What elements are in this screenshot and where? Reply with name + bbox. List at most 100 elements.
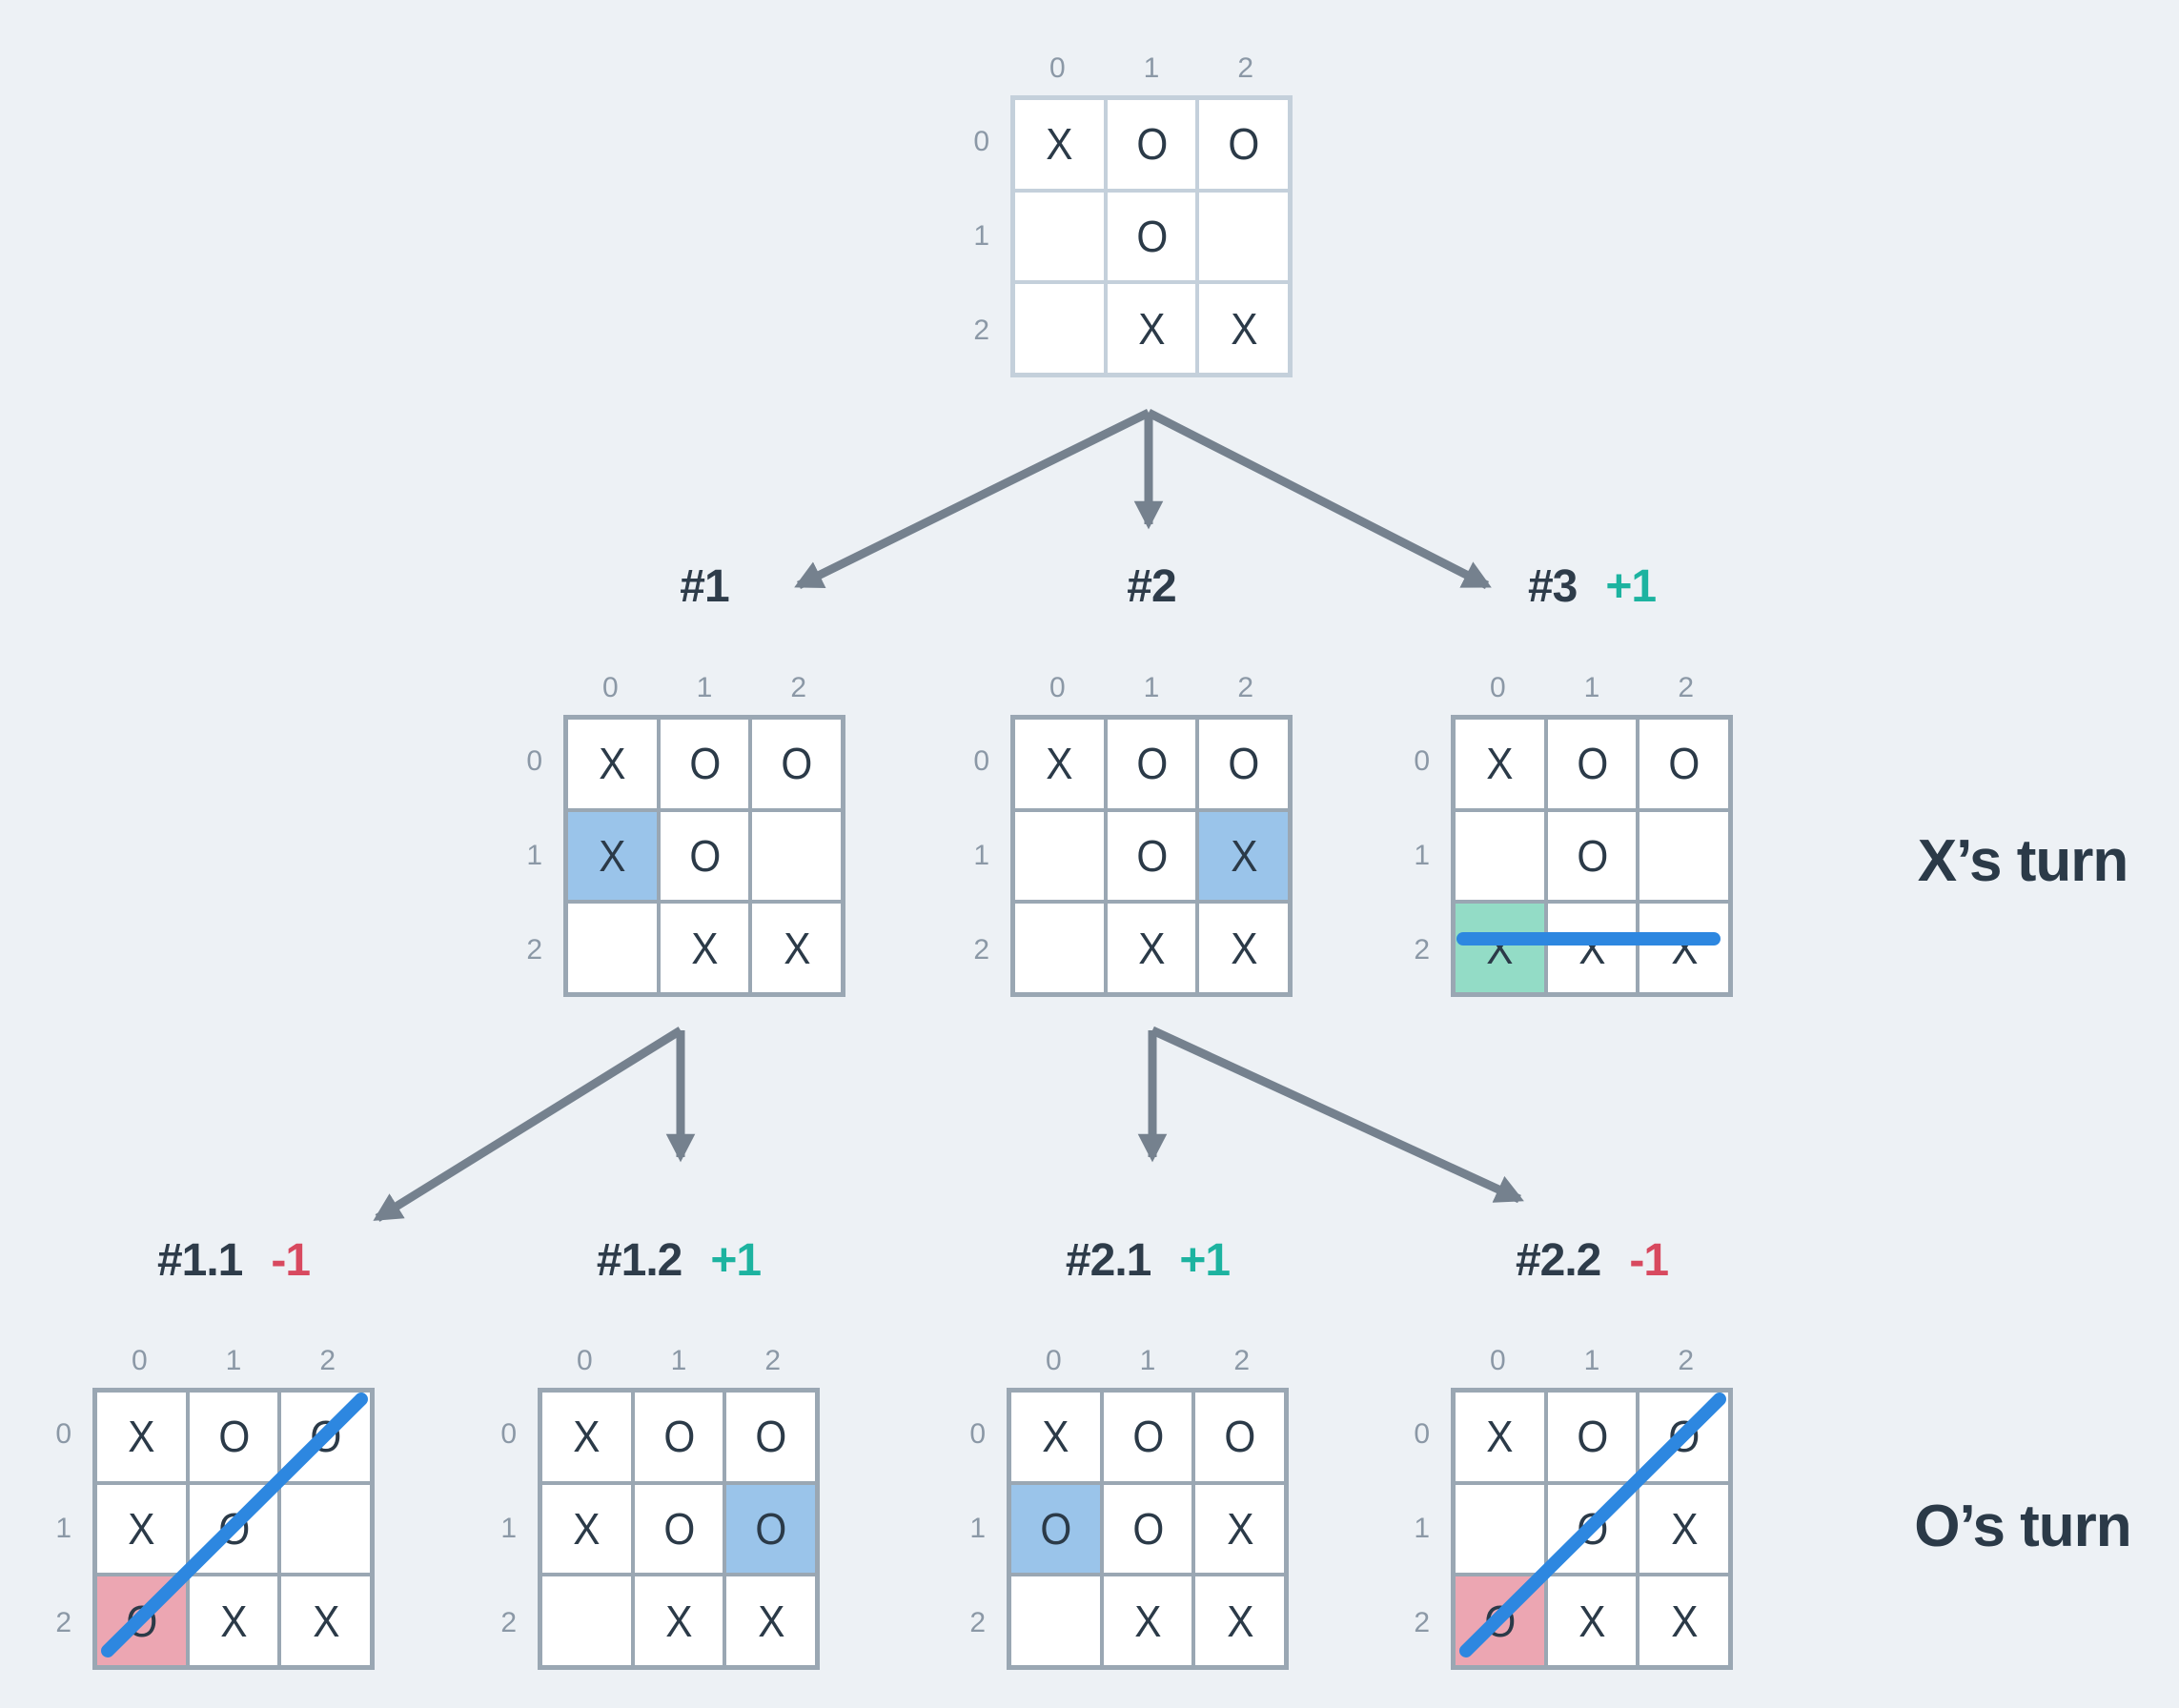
board-cell-b2-r0c0: X xyxy=(1015,720,1104,808)
board-cell-b2-r2c1: X xyxy=(1107,904,1196,992)
board-cell-b3-r2c1: X xyxy=(1547,904,1637,992)
board-cell-b1-r1c0: X xyxy=(568,811,657,901)
board-cell-b3-r0c0: X xyxy=(1456,720,1544,808)
cell-mark: X xyxy=(128,1503,155,1554)
node-label-b1-1: #1.1-1 xyxy=(33,1234,434,1286)
col-label: 1 xyxy=(1143,52,1160,84)
cell-mark: X xyxy=(1231,923,1257,973)
row-labels-b3: 0 1 2 xyxy=(1384,715,1430,997)
board-cell-b2-2-r2c2: X xyxy=(1639,1576,1728,1665)
cell-mark: X xyxy=(1231,303,1257,354)
col-label: 0 xyxy=(1489,672,1506,703)
board-cell-b1-r0c1: O xyxy=(660,720,749,808)
col-label: 0 xyxy=(1045,1345,1062,1376)
cell-mark: X xyxy=(1138,923,1165,973)
board-cell-b1-1-r0c0: X xyxy=(97,1393,186,1481)
board-cell-b2-r0c2: O xyxy=(1199,720,1288,808)
cell-mark: O xyxy=(1576,1503,1608,1554)
row-label: 2 xyxy=(1414,933,1430,966)
board-cell-root-r2c0 xyxy=(1015,284,1104,373)
board-cell-b1-2-r2c1: X xyxy=(634,1576,723,1665)
cell-mark: X xyxy=(758,1596,784,1646)
cell-mark: O xyxy=(217,1503,250,1554)
cell-mark: O xyxy=(126,1596,157,1646)
board-cell-b2-1-r0c2: O xyxy=(1195,1393,1284,1481)
board-cell-root-r1c2 xyxy=(1199,192,1288,281)
board-cell-root-r2c1: X xyxy=(1107,284,1196,373)
cell-mark: X xyxy=(1486,739,1514,789)
board-cell-b3-r2c0: X xyxy=(1456,904,1544,992)
board-cell-b3-r1c0 xyxy=(1456,811,1544,901)
cell-mark: X xyxy=(573,1412,601,1462)
row-label: 1 xyxy=(1414,839,1430,871)
row-label: 2 xyxy=(55,1606,71,1638)
cell-mark: X xyxy=(691,923,718,973)
node-label-b3: #3+1 xyxy=(1392,560,1792,612)
board-cell-b3-r0c2: O xyxy=(1639,720,1728,808)
tree-arrow-3 xyxy=(373,1027,683,1222)
tree-arrow-6 xyxy=(1151,1026,1524,1204)
cell-mark: O xyxy=(1484,1596,1516,1646)
col-label: 0 xyxy=(601,672,619,703)
board-cell-b2-r1c0 xyxy=(1015,811,1104,901)
board-cell-b2-2-r0c2: O xyxy=(1639,1393,1728,1481)
cell-mark: O xyxy=(755,1503,787,1554)
board-cell-b2-r0c1: O xyxy=(1107,720,1196,808)
row-label: 1 xyxy=(969,1512,986,1544)
row-label: 0 xyxy=(973,745,989,778)
cell-mark: O xyxy=(1135,119,1168,170)
score-badge-b1-1: -1 xyxy=(271,1234,311,1286)
cell-mark: X xyxy=(1578,1596,1605,1646)
board-cell-b2-1-r0c1: O xyxy=(1103,1393,1192,1481)
node-id-b1-2: #1.2 xyxy=(596,1234,682,1286)
row-label: 0 xyxy=(1414,745,1430,778)
cell-mark: O xyxy=(688,739,721,789)
node-label-b1: #1 xyxy=(504,560,905,612)
board-cell-b2-1-r2c0 xyxy=(1011,1576,1100,1665)
cell-mark: X xyxy=(128,1412,155,1462)
score-badge-b1-2: +1 xyxy=(710,1234,762,1286)
board-cell-b1-2-r1c0: X xyxy=(542,1484,631,1574)
col-label: 1 xyxy=(1583,1345,1600,1376)
row-label: 1 xyxy=(526,839,542,871)
board-cell-b2-1-r2c2: X xyxy=(1195,1576,1284,1665)
col-label: 2 xyxy=(790,672,806,703)
cell-mark: X xyxy=(313,1596,339,1646)
cell-mark: X xyxy=(1134,1596,1161,1646)
row-label: 1 xyxy=(973,839,989,871)
board-cell-b2-r2c0 xyxy=(1015,904,1104,992)
board-cell-b1-2-r1c2: O xyxy=(726,1484,815,1574)
cell-mark: X xyxy=(1046,739,1073,789)
cell-mark: X xyxy=(1227,1596,1253,1646)
row-label: 1 xyxy=(500,1512,517,1544)
cell-mark: O xyxy=(1576,739,1608,789)
board-cell-root-r1c1: O xyxy=(1107,192,1196,281)
board-cell-b1-2-r0c2: O xyxy=(726,1393,815,1481)
board-cell-root-r0c1: O xyxy=(1107,100,1196,189)
board-cell-b1-2-r2c2: X xyxy=(726,1576,815,1665)
cell-mark: X xyxy=(1671,1503,1698,1554)
score-badge-b2-2: -1 xyxy=(1629,1234,1669,1286)
cell-mark: O xyxy=(1135,211,1168,261)
board-cell-b1-r2c2: X xyxy=(752,904,841,992)
board-cell-b1-r2c0 xyxy=(568,904,657,992)
col-label: 1 xyxy=(1139,1345,1156,1376)
score-badge-b3: +1 xyxy=(1605,560,1657,612)
col-label: 2 xyxy=(1233,1345,1250,1376)
board-cell-b1-r1c1: O xyxy=(660,811,749,901)
board-cell-b2-1-r2c1: X xyxy=(1103,1576,1192,1665)
board-cell-b2-2-r1c2: X xyxy=(1639,1484,1728,1574)
board-cell-root-r2c2: X xyxy=(1199,284,1288,373)
node-id-b2-2: #2.2 xyxy=(1515,1234,1601,1286)
